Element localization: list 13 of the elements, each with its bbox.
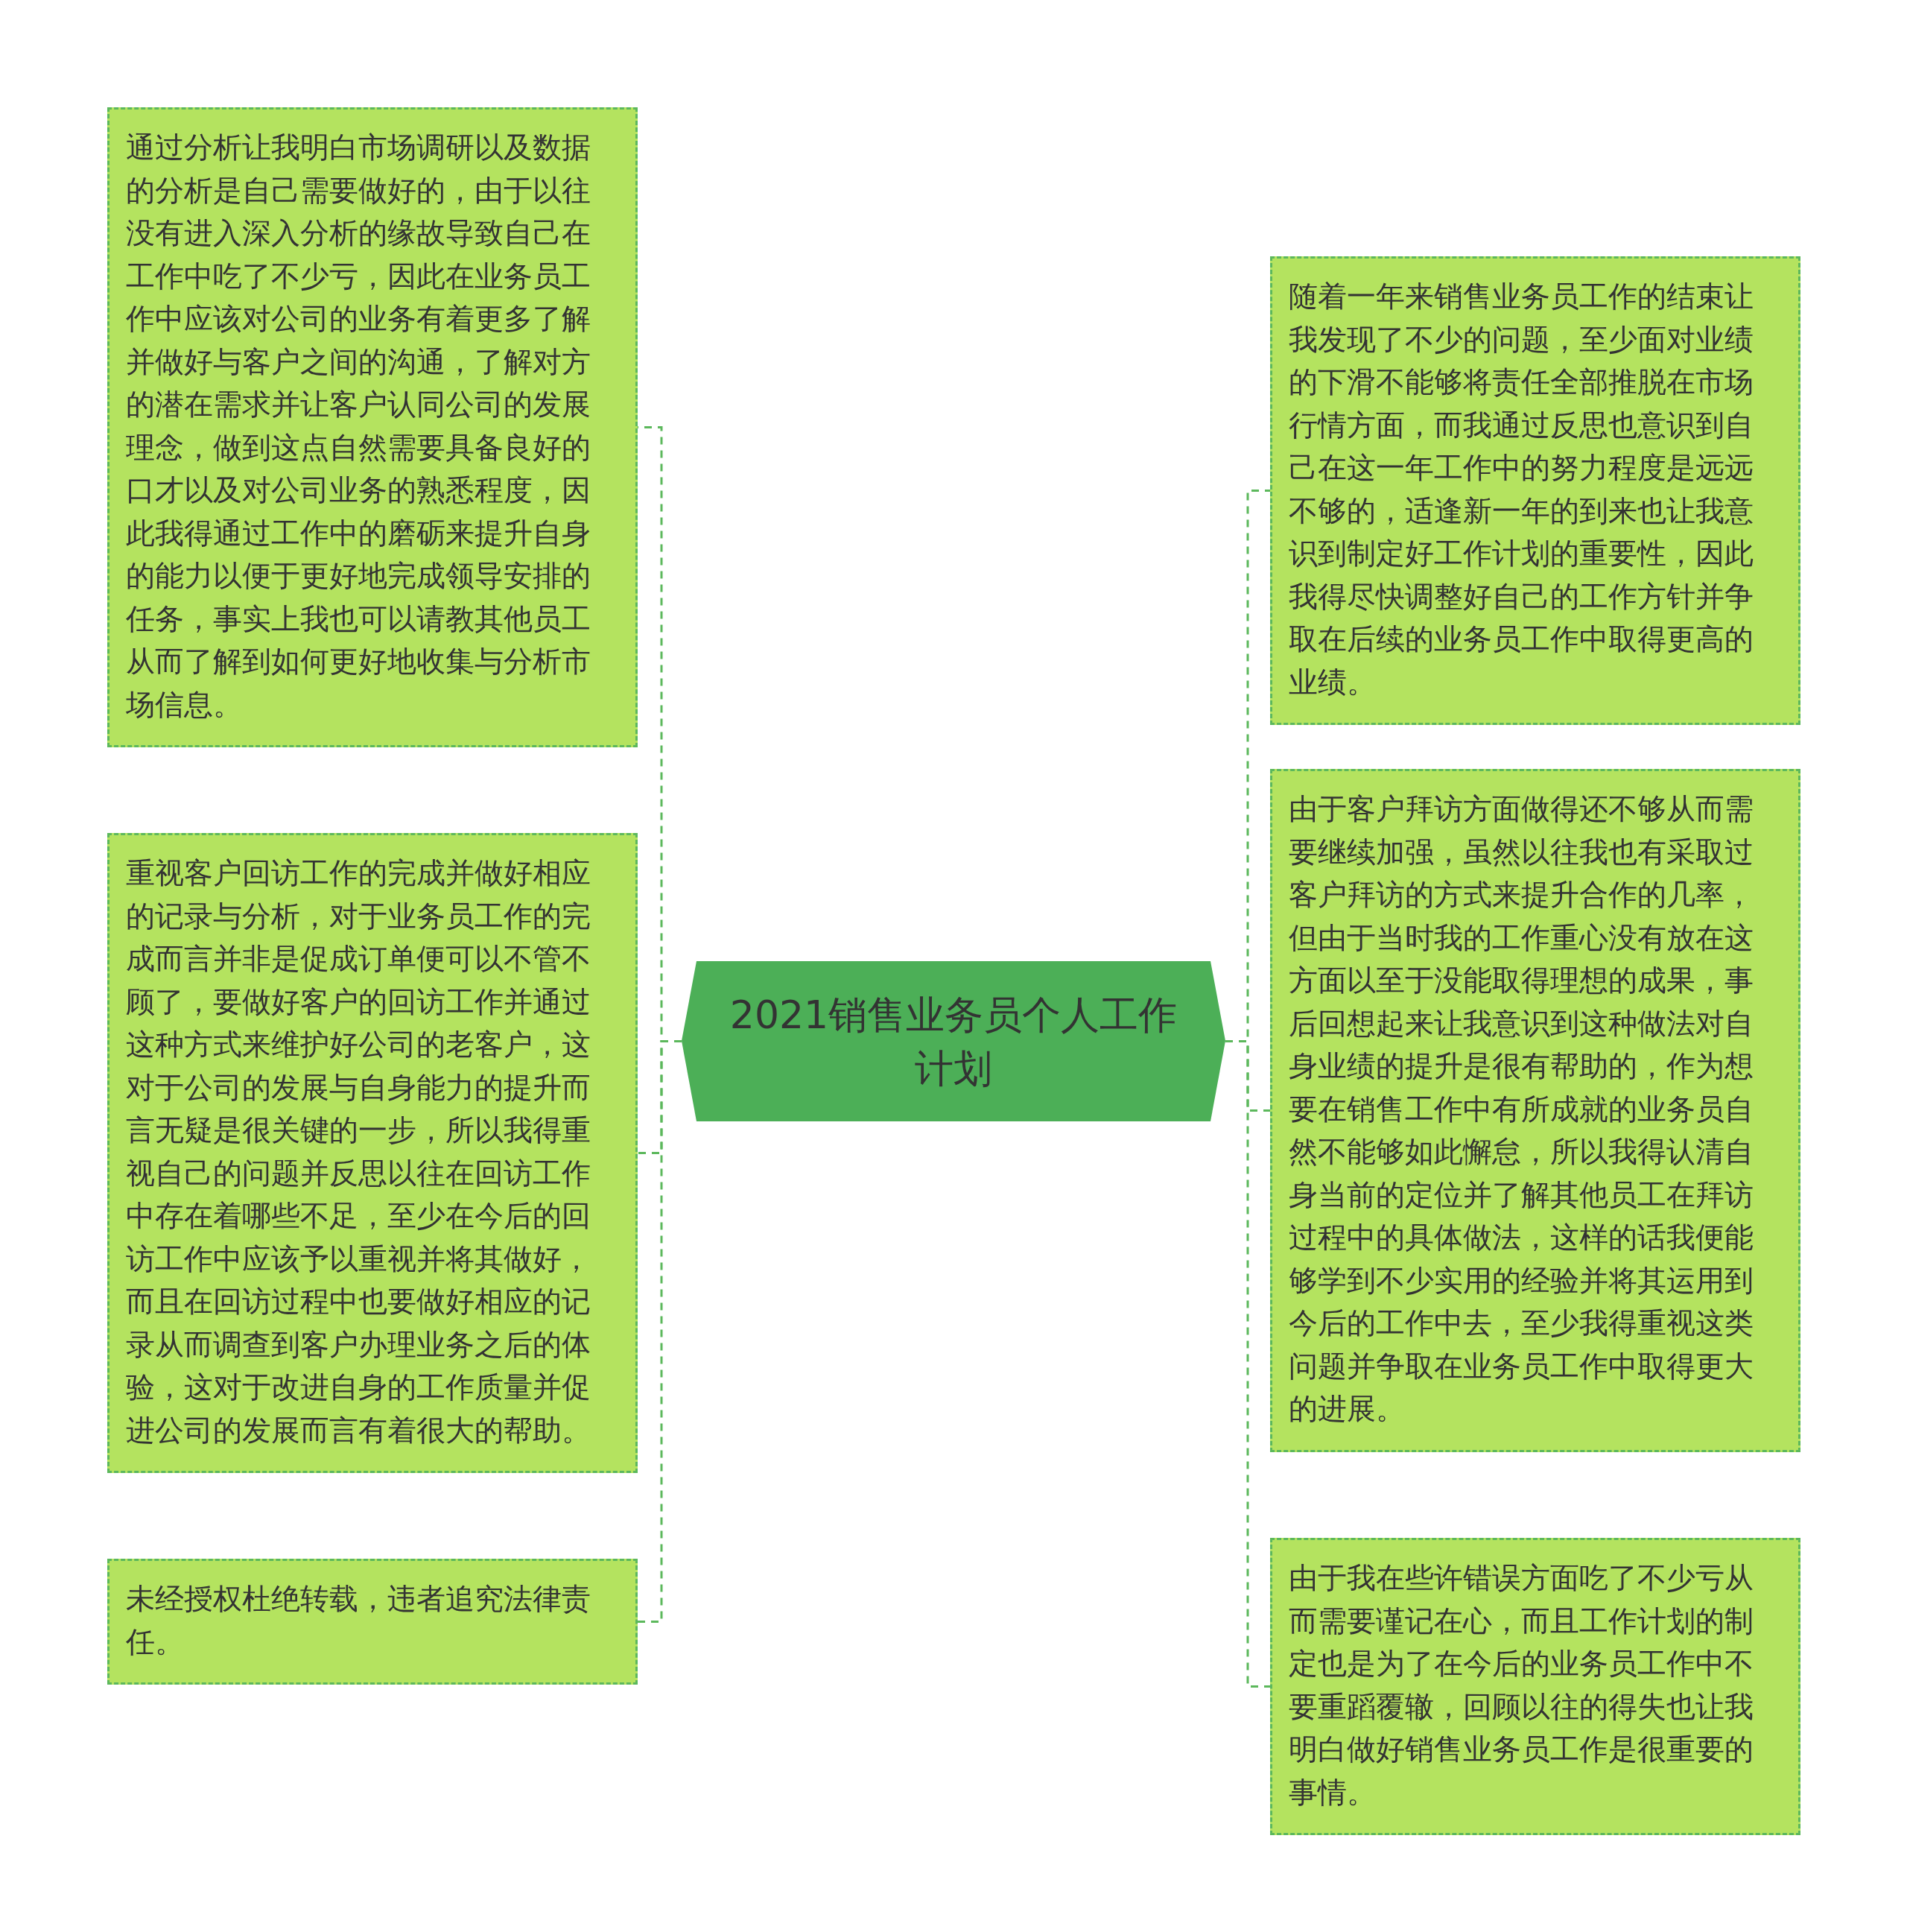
card-paragraph: 由于客户拜访方面做得还不够从而需要继续加强，虽然以往我也有采取过客户拜访的方式来提升合作的几率，但由于当时我的工作重心没有放在这方面以至于没能取得理想的成果，事后回想起来让我意识到这种做法对自身业绩的提升是很有帮助的，作为想要在销售工作中有所成就的业务员自然不能够如此懈怠，所以我得认清自身当前的定位并了解其他员工在拜访过程中的具体做法，这样的话我便能够学到不少实用的经验并将其运用到今后的工作中去，至少我得重视这类问题并争取在业务员工作中取得更大的进展。: [1289, 791, 1754, 1427]
topic-title: 2021销售业务员个人工作计划: [729, 991, 1178, 1092]
text-card: [1270, 1538, 1800, 1835]
card-paragraph: 未经授权杜绝转载，违者追究法律责任。: [126, 1581, 591, 1660]
text-card: [107, 1559, 638, 1685]
text-card: [107, 833, 638, 1473]
card-paragraph: 随着一年来销售业务员工作的结束让我发现了不少的问题，至少面对业绩的下滑不能够将责任全部推脱在市场行情方面，而我通过反思也意识到自己在这一年工作中的努力程度是远远不够的，适逢新一年的到来也让我意识到制定好工作计划的重要性，因此我得尽快调整好自己的工作方针并争取在后续的业务员工作中取得更高的业绩。: [1289, 279, 1754, 700]
card-paragraph: 通过分析让我明白市场调研以及数据的分析是自己需要做好的，由于以往没有进入深入分析的缘故导致自己在工作中吃了不少亏，因此在业务员工作中应该对公司的业务有着更多了解并做好与客户之间的沟通，了解对方的潜在需求并让客户认同公司的发展理念，做到这点自然需要具备良好的口才以及对公司业务的熟悉程度，因此我得通过工作中的磨砺来提升自身的能力以便于更好地完成领导安排的任务，事实上我也可以请教其他员工从而了解到如何更好地收集与分析市场信息。: [126, 130, 591, 723]
text-card: [107, 107, 638, 747]
card-paragraph: 重视客户回访工作的完成并做好相应的记录与分析，对于业务员工作的完成而言并非是促成订单便可以不管不顾了，要做好客户的回访工作并通过这种方式来维护好公司的老客户，这对于公司的发展与自身能力的提升而言无疑是很关键的一步，所以我得重视自己的问题并反思以往在回访工作中存在着哪些不足，至少在今后的回访工作中应该予以重视并将其做好，而且在回访过程中也要做好相应的记录从而调查到客户办理业务之后的体验，这对于改进自身的工作质量并促进公司的发展而言有着很大的帮助。: [126, 855, 591, 1448]
card-paragraph: 由于我在些许错误方面吃了不少亏从而需要谨记在心，而且工作计划的制定也是为了在今后的业务员工作中不要重蹈覆辙，回顾以往的得失也让我明白做好销售业务员工作是很重要的事情。: [1289, 1560, 1754, 1811]
text-card: [1270, 769, 1800, 1452]
text-card: [1270, 256, 1800, 725]
